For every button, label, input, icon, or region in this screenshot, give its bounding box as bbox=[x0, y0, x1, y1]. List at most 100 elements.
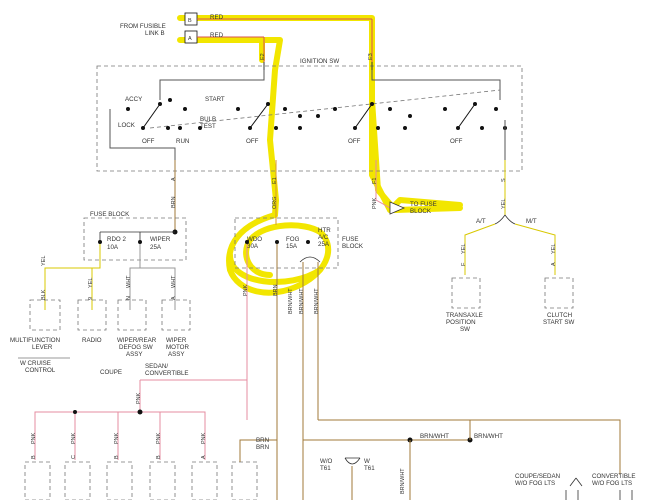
a-tag3: A bbox=[551, 262, 557, 266]
wiper-motor-1: WIPER bbox=[166, 337, 187, 344]
tag-b2: B bbox=[114, 455, 120, 459]
brn-wht-label-4: BRN/WHT bbox=[420, 433, 449, 440]
mt-label: M/T bbox=[526, 218, 537, 225]
ignition-sw-label: IGNITION SW bbox=[300, 58, 339, 65]
transmission-branch: A/T M/T F YEL A YEL TRANSAXLE POSITION S… bbox=[446, 214, 574, 333]
pink-distribution: COUPE SEDAN/ CONVERTIBLE PNK PNK B PNK C… bbox=[24, 363, 258, 500]
ignition-outputs: A E1 F1 S BRN ORG PNK YEL TO FUSE BLOCK bbox=[171, 160, 507, 232]
convertible-label-1: CONVERTIBLE bbox=[592, 473, 636, 480]
tag-a: A bbox=[188, 36, 192, 42]
fuse-block-right-2: BLOCK bbox=[342, 243, 364, 250]
wiper-rear-1: WIPER/REAR bbox=[117, 337, 157, 344]
a-tag2: A bbox=[171, 296, 177, 300]
multifunction-1: MULTIFUNCTION bbox=[10, 337, 60, 344]
w-cruise-1: W CRUISE bbox=[20, 360, 51, 367]
pnk-label-1: PNK bbox=[372, 197, 378, 209]
clutch-2: START SW bbox=[543, 319, 574, 326]
accy-label: ACCY bbox=[125, 96, 142, 103]
brn-label-4: BRN bbox=[256, 444, 269, 451]
htr-amp: 25A bbox=[318, 241, 330, 248]
switch-contact-2 bbox=[236, 102, 302, 130]
brown-distribution: BRN BRN BRN/WHT BRN/WHT W/O T61 W T61 BR… bbox=[239, 419, 636, 500]
multifunction-2: LEVER bbox=[32, 344, 53, 351]
brn-wht-label-6: BRN/WHT bbox=[400, 468, 406, 494]
red-label-2: RED bbox=[210, 32, 224, 39]
off-label-3: OFF bbox=[348, 138, 361, 145]
fog-label: FOG bbox=[286, 236, 300, 243]
a-label-out: A bbox=[171, 177, 177, 181]
e2-label: E2 bbox=[260, 53, 266, 60]
brn-wht-label-2: BRN/WHT bbox=[314, 288, 320, 314]
brn-wht-label-5: BRN/WHT bbox=[474, 433, 503, 440]
transaxle-2: POSITION bbox=[446, 319, 476, 326]
yel-label-1: YEL bbox=[501, 199, 507, 209]
wiper-motor-2: MOTOR bbox=[166, 344, 189, 351]
coupe-sedan-label-1: COUPE/SEDAN bbox=[515, 473, 560, 480]
run-label: RUN bbox=[176, 138, 189, 145]
brn-label-1: BRN bbox=[171, 196, 177, 208]
switch-contact-3 bbox=[316, 102, 407, 130]
tag-b3: B bbox=[156, 455, 162, 459]
a-wht-label: WHT bbox=[171, 275, 177, 288]
yel-label-3: YEL bbox=[88, 278, 94, 288]
coupe-label: COUPE bbox=[100, 369, 122, 376]
yel-label-5: YEL bbox=[551, 244, 557, 254]
wdo-label: WDO bbox=[247, 236, 262, 243]
switch-contact-4 bbox=[408, 102, 507, 130]
to-fuse-label-1: TO FUSE bbox=[410, 201, 437, 208]
n-wht-label: WHT bbox=[126, 275, 132, 288]
wiper-rear-2: DEFOG SW bbox=[119, 344, 153, 351]
n-tag: N bbox=[126, 296, 132, 300]
left-components: YEL BLK 9 YEL N WHT A WHT MULTIFUNCTION … bbox=[10, 256, 191, 374]
transaxle-3: SW bbox=[460, 326, 470, 333]
wdo-amp: 30A bbox=[247, 243, 259, 250]
tag-a: A bbox=[201, 455, 207, 459]
brn-label-3: BRN bbox=[256, 437, 269, 444]
fog-amp: 15A bbox=[286, 243, 298, 250]
fuse-block-center: WDO 30A FOG 15A HTR A/C 25A FUSE BLOCK P… bbox=[234, 217, 364, 500]
f-tag: F bbox=[461, 262, 467, 266]
nine-tag: 9 bbox=[88, 297, 94, 300]
pnk-label-3: PNK bbox=[136, 392, 142, 404]
b-pnk-label: PNK bbox=[31, 432, 37, 444]
red-wires: B A RED RED FROM FUSIBLE LINK B E2 E3 bbox=[120, 12, 374, 62]
link-b-label: LINK B bbox=[145, 30, 165, 37]
ignition-switch: IGNITION SW ACCY START LOCK BULB TEST OF… bbox=[96, 58, 523, 172]
org-label: ORG bbox=[272, 196, 278, 209]
to-fuse-label-2: BLOCK bbox=[410, 208, 432, 215]
fuse-block-left: FUSE BLOCK RDO 2 10A WIPER 25A bbox=[44, 211, 187, 310]
b-pnk-label-3: PNK bbox=[156, 432, 162, 444]
brn-wht-label-3: BRN/WHT bbox=[288, 288, 294, 314]
htr-label: HTR bbox=[318, 227, 331, 234]
tag-b: B bbox=[188, 18, 192, 24]
wiper-motor-3: ASSY bbox=[168, 351, 185, 358]
wiper-fuse-label: WIPER bbox=[150, 236, 171, 243]
coupe-sedan-label-2: W/O FOG LTS bbox=[515, 480, 555, 487]
sedan-label-2: CONVERTIBLE bbox=[145, 370, 189, 377]
wo-label-1: W/O bbox=[320, 458, 333, 465]
fuse-block-right-1: FUSE bbox=[342, 236, 359, 243]
sedan-label-1: SEDAN/ bbox=[145, 363, 168, 370]
yel-label-2: YEL bbox=[41, 256, 47, 266]
brn-wht-label-1: BRN/WHT bbox=[299, 288, 305, 314]
yel-label-4: YEL bbox=[461, 244, 467, 254]
s-label: S bbox=[501, 178, 507, 182]
a-pnk-label: PNK bbox=[201, 432, 207, 444]
e3-label: E3 bbox=[368, 53, 374, 60]
t61-label-2: T61 bbox=[364, 465, 375, 472]
brn-label-2: BRN bbox=[273, 284, 279, 296]
wiper-fuse-amp: 25A bbox=[150, 244, 162, 251]
off-label-4: OFF bbox=[450, 138, 463, 145]
c-pnk-label: PNK bbox=[71, 432, 77, 444]
test-label: TEST bbox=[200, 123, 216, 130]
convertible-label-2: W/O FOG LTS bbox=[592, 480, 632, 487]
lock-label: LOCK bbox=[118, 122, 136, 129]
wiper-rear-3: ASSY bbox=[126, 351, 143, 358]
w-label-1: W bbox=[364, 458, 370, 465]
bulb-label: BULB bbox=[200, 116, 216, 123]
fuse-block-left-label: FUSE BLOCK bbox=[90, 211, 130, 218]
blk-label: BLK bbox=[41, 289, 47, 300]
rdo2-amp: 10A bbox=[107, 244, 119, 251]
e1-label: E1 bbox=[272, 177, 278, 184]
